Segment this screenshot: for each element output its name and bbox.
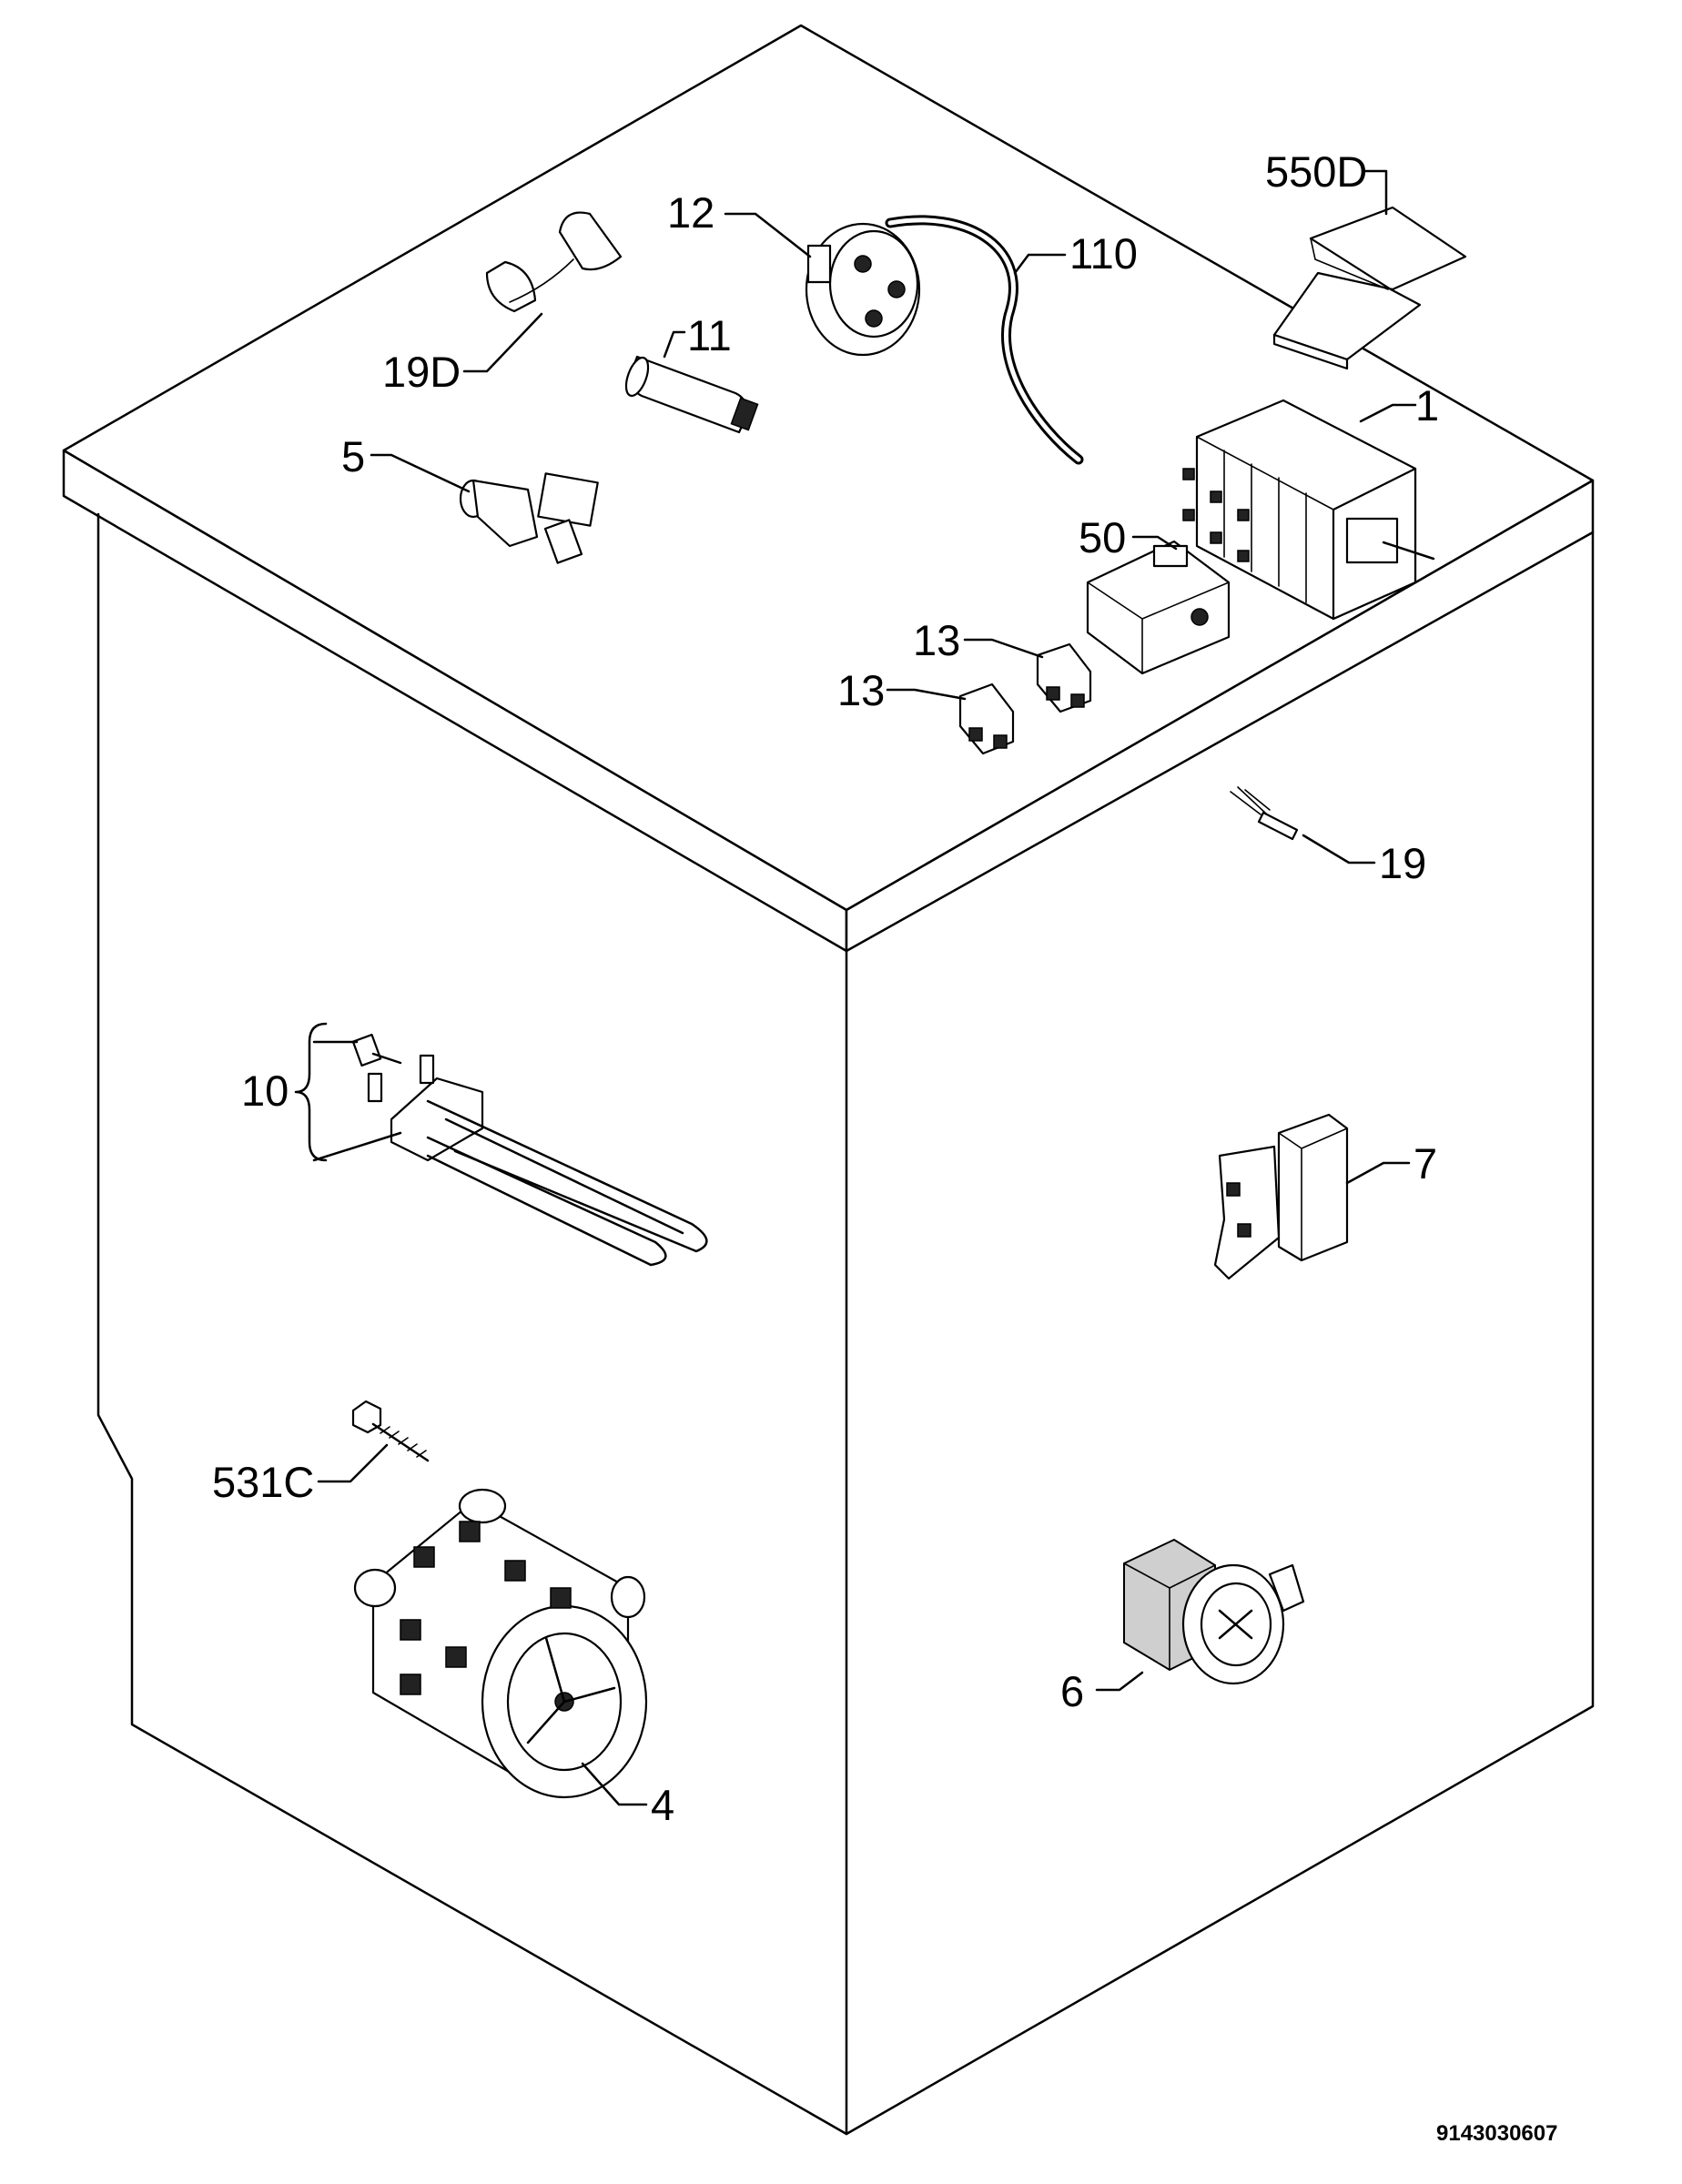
part-12-pressure-switch <box>805 222 921 357</box>
label-4: 4 <box>651 1781 674 1829</box>
label-5: 5 <box>341 432 365 480</box>
label-11: 11 <box>687 311 732 359</box>
part-4-motor <box>353 1488 648 1799</box>
cabinet-outline <box>62 24 1595 2136</box>
label-550d: 550D <box>1265 147 1367 196</box>
part-13b-connector <box>958 682 1015 755</box>
part-7-door-lock <box>1213 1113 1349 1280</box>
label-19d: 19D <box>382 348 461 396</box>
part-1-timer <box>1182 399 1435 621</box>
part-550d-bracket <box>1272 206 1467 370</box>
document-number: 9143030607 <box>1436 2121 1557 2146</box>
part-6-pump <box>1123 1538 1305 1685</box>
label-10: 10 <box>241 1067 289 1115</box>
label-13a: 13 <box>913 616 960 664</box>
label-50: 50 <box>1079 513 1126 561</box>
part-5-inlet-valve <box>459 472 599 564</box>
label-110: 110 <box>1069 229 1138 278</box>
part-531c-screw <box>351 1400 430 1462</box>
part-13a-connector <box>1036 642 1092 713</box>
label-12: 12 <box>667 188 714 237</box>
label-7: 7 <box>1413 1139 1437 1188</box>
label-19: 19 <box>1379 839 1426 887</box>
label-6: 6 <box>1060 1667 1084 1715</box>
label-1: 1 <box>1415 381 1439 430</box>
part-19d-cap <box>485 211 623 313</box>
leader-lines <box>294 169 1417 1806</box>
part-19-sensor <box>1230 786 1299 841</box>
label-13b: 13 <box>837 666 885 714</box>
part-11-capacitor <box>624 355 759 434</box>
part-50-switch <box>1086 540 1231 675</box>
part-10-heater <box>351 1033 708 1267</box>
cabinet-left-face <box>96 512 848 2136</box>
part-labels: 550D 12 110 19D 11 1 5 50 13 13 19 10 7 … <box>212 147 1557 2146</box>
cabinet-right-face <box>845 531 1595 2136</box>
label-531c: 531C <box>212 1458 314 1506</box>
